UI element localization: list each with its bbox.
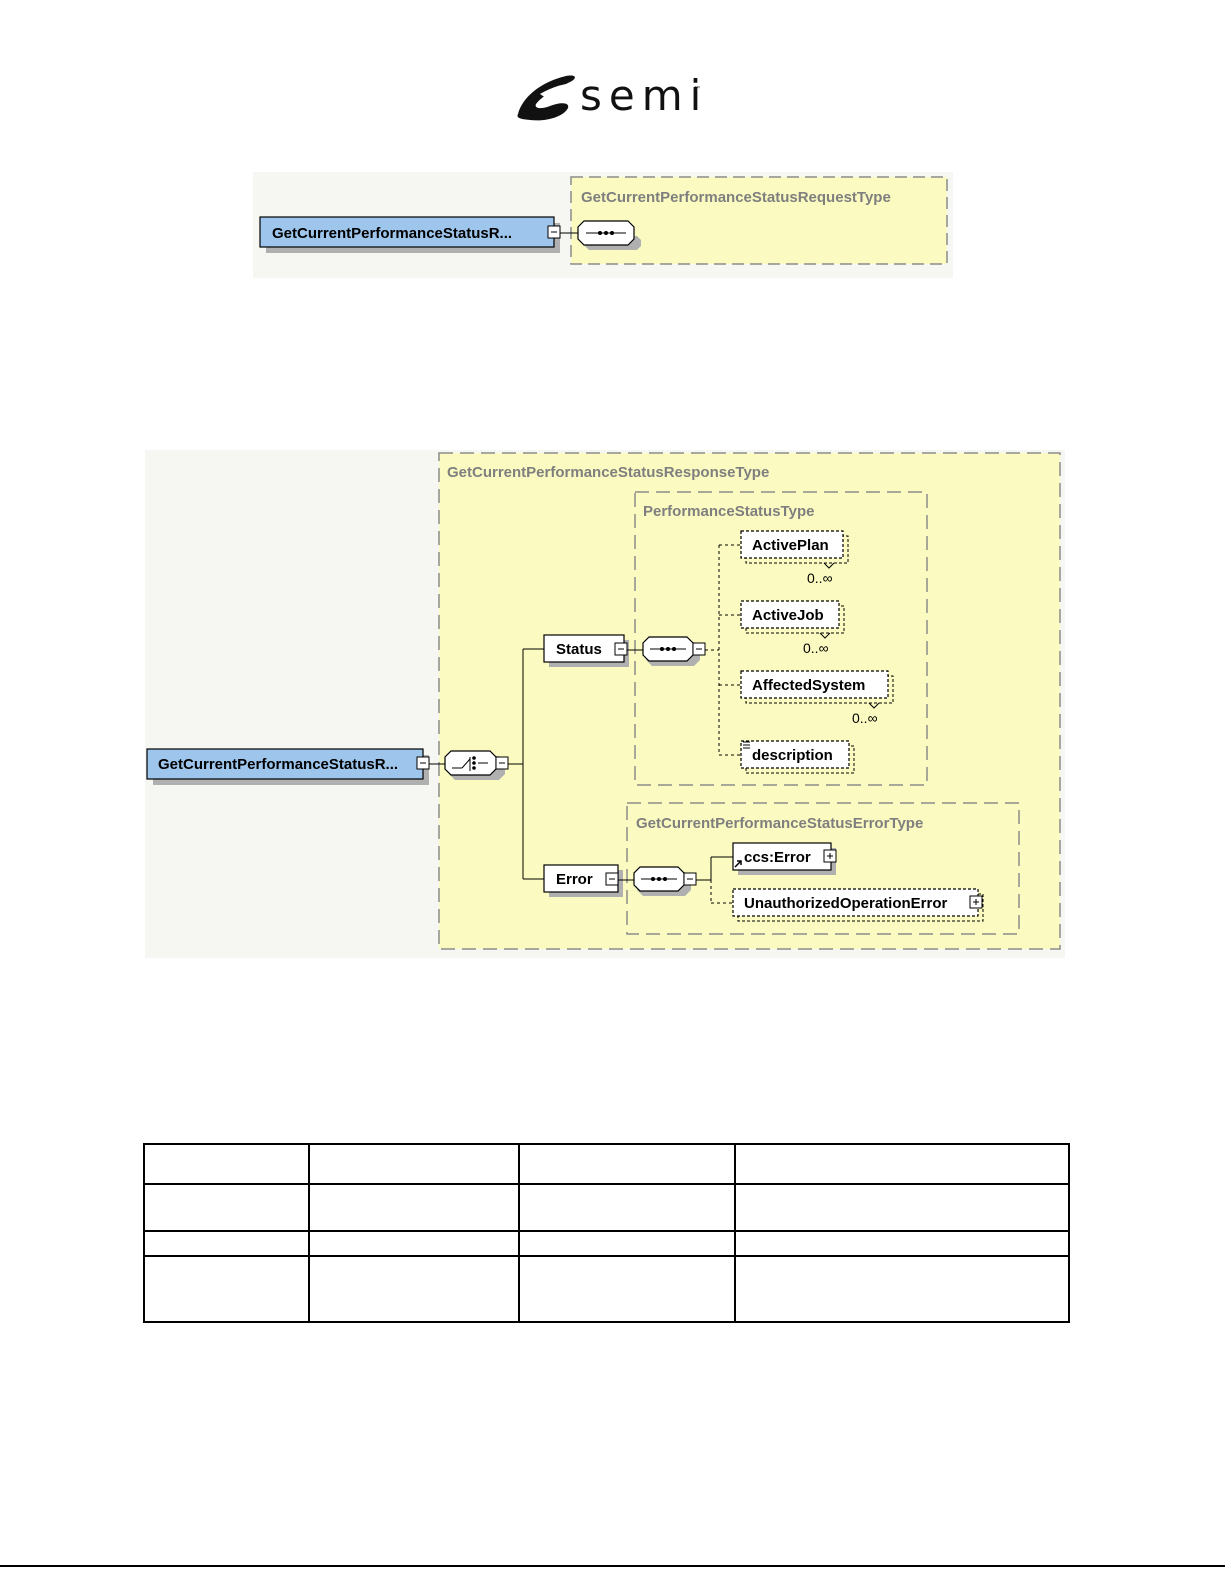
ccs-error-element-box[interactable] xyxy=(732,842,832,871)
request-element-box[interactable] xyxy=(259,216,555,248)
table-row xyxy=(143,1143,1071,1185)
active-job-label: ActiveJob xyxy=(752,607,824,624)
response-schema-diagram: GetCurrentPerformanceStatusResponseType … xyxy=(145,450,1065,958)
table-cell xyxy=(307,1230,521,1257)
table-row xyxy=(143,1255,1071,1323)
error-element-label: Error xyxy=(556,871,593,888)
active-job-element-box[interactable] xyxy=(740,600,840,629)
unauthorized-operation-error-box[interactable] xyxy=(732,888,979,917)
table-cell xyxy=(143,1143,310,1185)
table-cell xyxy=(307,1183,521,1232)
response-type-label: GetCurrentPerformanceStatusResponseType xyxy=(447,464,769,481)
table-cell xyxy=(733,1183,1071,1232)
table-cell xyxy=(143,1183,310,1232)
affected-system-element-box[interactable] xyxy=(740,670,889,699)
table-cell xyxy=(733,1143,1071,1185)
table-cell xyxy=(143,1230,310,1257)
active-plan-label: ActivePlan xyxy=(752,537,829,554)
response-element-label: GetCurrentPerformanceStatusR... xyxy=(158,756,398,773)
active-plan-cardinality: 0..∞ xyxy=(807,570,833,586)
status-element-box[interactable] xyxy=(543,634,625,663)
table-cell xyxy=(518,1183,736,1232)
table-cell xyxy=(307,1255,521,1323)
reference-arrow-icon xyxy=(734,860,742,868)
page-bottom-rule xyxy=(0,1565,1225,1567)
table-row xyxy=(143,1230,1071,1257)
table-cell xyxy=(518,1230,736,1257)
performance-status-type-label: PerformanceStatusType xyxy=(643,503,814,520)
table-cell xyxy=(733,1230,1071,1257)
table-cell xyxy=(307,1143,521,1185)
table-cell xyxy=(733,1255,1071,1323)
table-cell xyxy=(143,1255,310,1323)
request-type-label: GetCurrentPerformanceStatusRequestType xyxy=(581,189,891,206)
ccs-error-label: ccs:Error xyxy=(744,849,811,866)
unauthorized-operation-error-label: UnauthorizedOperationError xyxy=(744,895,948,912)
table-cell xyxy=(518,1255,736,1323)
status-element-label: Status xyxy=(556,641,602,658)
affected-system-label: AffectedSystem xyxy=(752,677,865,694)
description-label: description xyxy=(752,747,833,764)
text-content-icon xyxy=(743,741,750,749)
logo-text: semi xyxy=(580,71,709,120)
description-element-box[interactable] xyxy=(740,740,850,769)
active-plan-element-box[interactable] xyxy=(740,530,844,559)
request-element-label: GetCurrentPerformanceStatusR... xyxy=(272,225,512,242)
swoosh-icon xyxy=(517,75,575,121)
logo-trademark: ™ xyxy=(694,86,700,92)
affected-system-cardinality: 0..∞ xyxy=(852,710,878,726)
semi-logo-mark xyxy=(517,75,576,121)
table-cell xyxy=(518,1143,736,1185)
error-type-label: GetCurrentPerformanceStatusErrorType xyxy=(636,815,923,832)
table-row xyxy=(143,1183,1071,1232)
request-schema-diagram: GetCurrentPerformanceStatusRequestType G… xyxy=(253,172,953,278)
active-job-cardinality: 0..∞ xyxy=(803,640,829,656)
empty-table xyxy=(143,1143,1071,1323)
